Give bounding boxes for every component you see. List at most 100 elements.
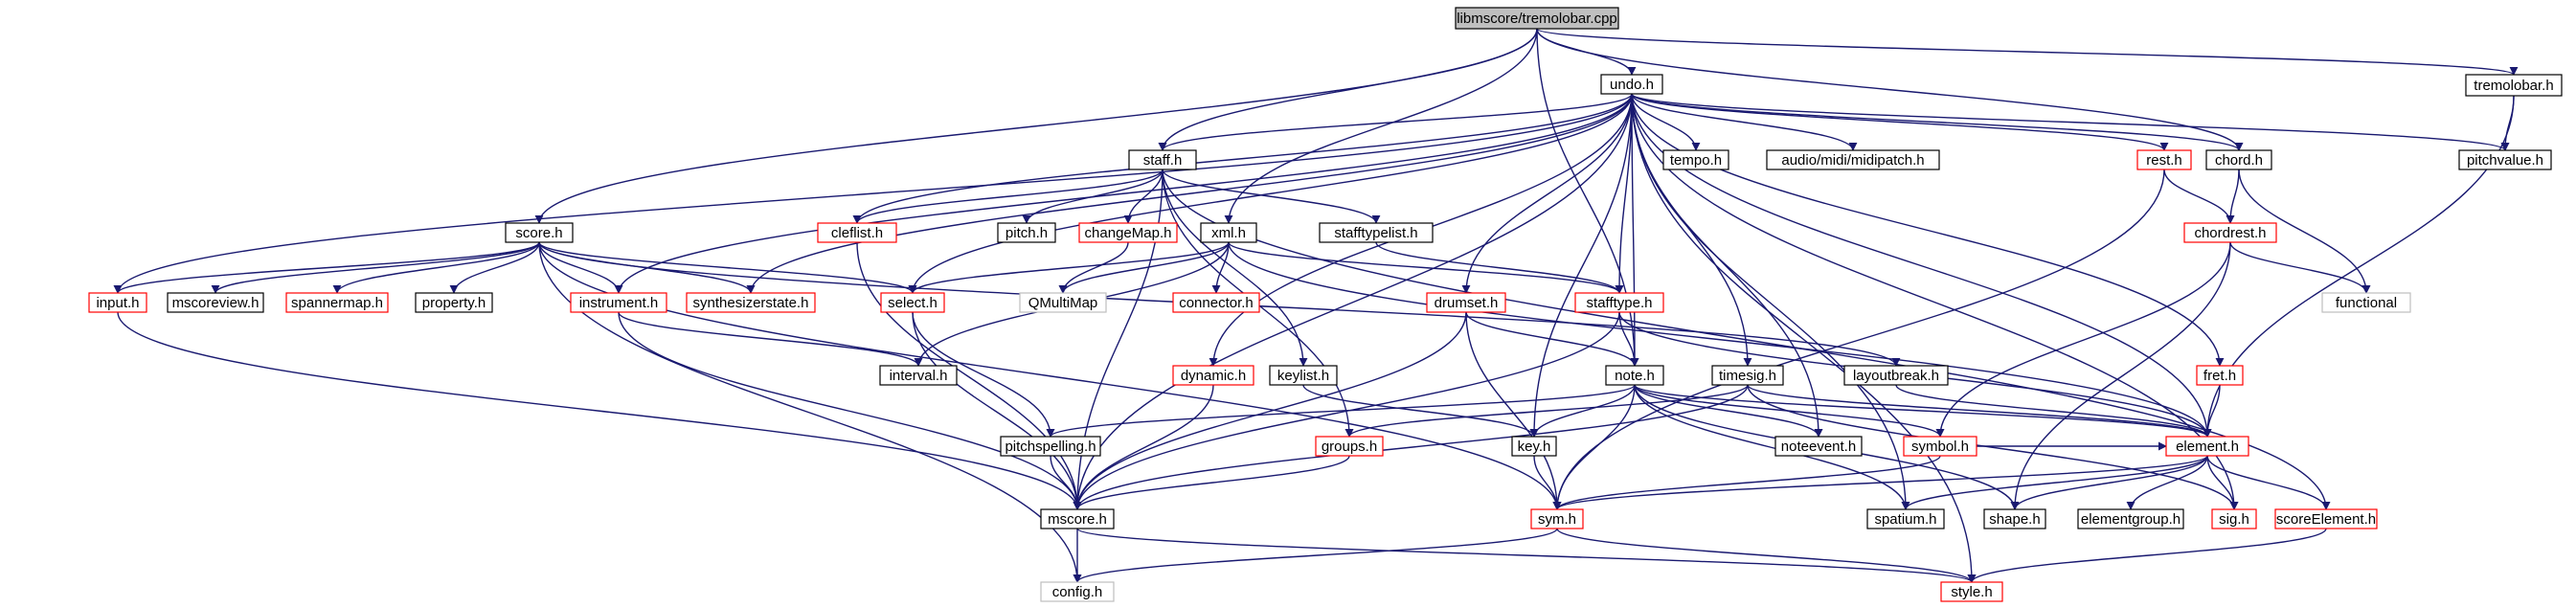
node-tremolobar-cpp[interactable]: libmscore/tremolobar.cpp [1455,7,1619,30]
node-box [1903,436,1977,457]
node-synthesizerstate-h[interactable]: synthesizerstate.h [686,292,816,313]
edge-staff_h-to-changemap_h [1123,169,1164,224]
node-drumset-h[interactable]: drumset.h [1426,292,1506,313]
edge-undo_h-to-note_h [1630,93,1639,367]
node-box [1172,292,1260,313]
header-nodes: libmscore/tremolobar.cpp undo.h tremolobar… [88,7,2563,602]
node-label: style.h [1951,584,1992,600]
node-midipatch-h[interactable]: audio/midi/midipatch.h [1766,149,1940,170]
node-timesig-h[interactable]: timesig.h [1711,365,1784,386]
node-noteevent-h[interactable]: noteevent.h [1774,436,1863,457]
edge-line [1631,93,1701,151]
node-xml-h[interactable]: xml.h [1200,222,1257,243]
node-fret-h[interactable]: fret.h [2196,365,2244,386]
node-cleflist-h[interactable]: cleflist.h [817,222,897,243]
edge-note_h-to-sym_h [1552,384,1636,510]
node-mscore-h[interactable]: mscore.h [1040,508,1115,529]
edge-select_h-to-pitchspelling_h [912,311,1055,438]
edge-line [852,93,1633,224]
node-spannermap-h[interactable]: spannermap.h [285,292,389,313]
node-property-h[interactable]: property.h [415,292,493,313]
node-symbol-h[interactable]: symbol.h [1903,436,1977,457]
edge-undo_h-to-instrument_h [614,93,1633,294]
edge-line [1935,241,2231,438]
node-box [1200,222,1257,243]
node-box [2205,149,2272,170]
edge-line [912,311,1082,510]
edge-undo_h-to-midipatch_h [1631,93,1858,151]
node-style-h[interactable]: style.h [1940,581,2003,602]
node-label: layoutbreak.h [1853,368,1939,384]
node-interval-h[interactable]: interval.h [879,365,958,386]
node-note-h[interactable]: note.h [1605,365,1664,386]
edge-line [534,28,1538,224]
node-label: input.h [96,295,139,311]
node-pitchspelling-h[interactable]: pitchspelling.h [1000,436,1101,457]
node-label: element.h [2176,439,2239,455]
node-chordrest-h[interactable]: chordrest.h [2183,222,2277,243]
node-select-h[interactable]: select.h [880,292,945,313]
edge-line [1895,384,2212,438]
edge-instrument_h-to-interval_h [618,311,923,367]
node-tremolobar-h[interactable]: tremolobar.h [2465,74,2563,97]
node-rest-h[interactable]: rest.h [2136,149,2192,170]
node-config-h: config.h [1040,581,1115,602]
edge-undo_h-to-synthesizerstate_h [746,93,1633,294]
node-label: sig.h [2219,511,2249,528]
edge-staff_h-to-pitch_h [1022,169,1164,224]
node-pitch-h[interactable]: pitch.h [997,222,1056,243]
node-keylist-h[interactable]: keylist.h [1269,365,1338,386]
node-mscoreview-h[interactable]: mscoreview.h [167,292,264,313]
node-label: drumset.h [1435,295,1499,311]
edge-line [1631,93,1977,583]
node-staff-h[interactable]: staff.h [1128,149,1197,170]
node-sym-h[interactable]: sym.h [1530,508,1584,529]
edge-line [538,241,917,294]
node-layoutbreak-h[interactable]: layoutbreak.h [1843,365,1949,386]
edge-line [1465,311,1639,367]
node-label: groups.h [1322,439,1377,455]
node-key-h[interactable]: key.h [1511,436,1557,457]
node-instrument-h[interactable]: instrument.h [570,292,667,313]
edge-chordrest_h-to-symbol_h [1935,241,2231,438]
edge-line [1465,311,1562,510]
node-box [1574,292,1664,313]
node-box [1983,508,2046,529]
node-label: changeMap.h [1085,225,1172,241]
node-box [1319,222,1434,243]
edge-score_h-to-select_h [538,241,917,294]
node-chord-h[interactable]: chord.h [2205,149,2272,170]
node-changemap-h[interactable]: changeMap.h [1078,222,1178,243]
node-groups-h[interactable]: groups.h [1315,436,1384,457]
node-shape-h[interactable]: shape.h [1983,508,2046,529]
node-stafftype-h[interactable]: stafftype.h [1574,292,1664,313]
edge-line [1529,93,1633,438]
node-spatium-h[interactable]: spatium.h [1866,508,1945,529]
edge-line [1634,384,2212,438]
node-box [167,292,264,313]
node-box [1128,149,1197,170]
edge-score_h-to-spannermap_h [332,241,540,294]
node-connector-h[interactable]: connector.h [1172,292,1260,313]
node-box [1078,222,1178,243]
node-label: shape.h [1989,511,2040,528]
node-scoreelement-h[interactable]: scoreElement.h [2274,508,2378,529]
node-pitchvalue-h[interactable]: pitchvalue.h [2458,149,2552,170]
node-undo-h[interactable]: undo.h [1600,74,1663,95]
node-box [2136,149,2192,170]
node-label: interval.h [890,368,948,384]
node-sig-h[interactable]: sig.h [2211,508,2257,529]
node-score-h[interactable]: score.h [505,222,574,243]
node-box [686,292,816,313]
node-stafftypelist-h[interactable]: stafftypelist.h [1319,222,1434,243]
edge-tremolobar_h-to-element_h [2203,95,2515,438]
node-element-h[interactable]: element.h [2165,436,2249,457]
node-label: keylist.h [1277,368,1329,384]
edge-line [1073,528,1558,583]
edge-staff_h-to-scoreelement_h [1162,169,2331,510]
node-tempo-h[interactable]: tempo.h [1662,149,1729,170]
node-dynamic-h[interactable]: dynamic.h [1172,365,1254,386]
edge-line [1073,169,1164,510]
node-input-h[interactable]: input.h [88,292,147,313]
node-elementgroup-h[interactable]: elementgroup.h [2077,508,2184,529]
